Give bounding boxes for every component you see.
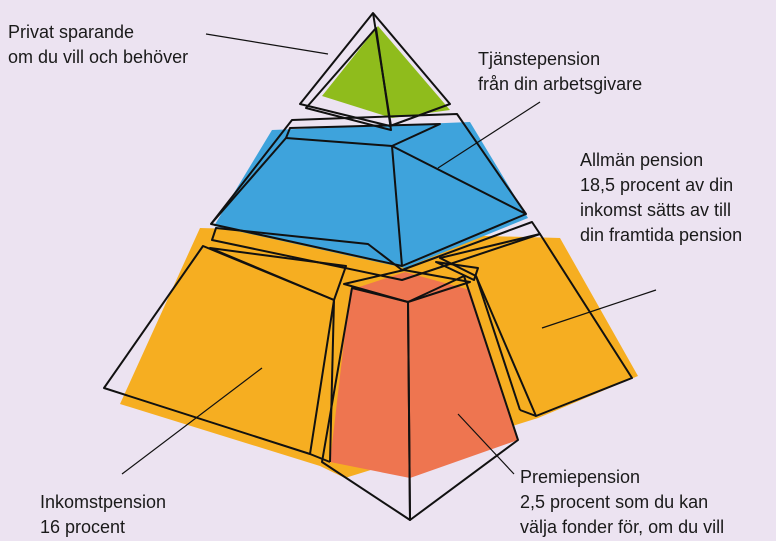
leader-premie bbox=[457, 413, 515, 475]
allman-pension-title: Allmän pension bbox=[580, 150, 704, 170]
allman-pension-label: Allmän pension 18,5 procent av din inkom… bbox=[580, 148, 742, 248]
inkomstpension-text: 16 procent bbox=[40, 517, 126, 537]
leader-inkomst bbox=[121, 367, 263, 475]
premiepension-line-1: 2,5 procent som du kan bbox=[520, 492, 709, 512]
allman-pension-line-1: 18,5 procent av din bbox=[580, 175, 734, 195]
leader-lines bbox=[121, 33, 657, 475]
tjanstepension-title: Tjänstepension bbox=[478, 49, 601, 69]
tjanstepension-text: från din arbetsgivare bbox=[478, 74, 643, 94]
inkomstpension-title: Inkomstpension bbox=[40, 492, 167, 512]
allman-pension-line-3: din framtida pension bbox=[580, 225, 743, 245]
premiepension-label: Premiepension 2,5 procent som du kan väl… bbox=[520, 465, 724, 540]
privat-sparande-tier bbox=[322, 26, 450, 118]
leader-allman bbox=[541, 289, 657, 329]
leader-privat bbox=[205, 33, 329, 55]
pyramid-outlines bbox=[103, 12, 633, 521]
inkomstpension-label: Inkomstpension 16 procent bbox=[40, 490, 166, 540]
premiepension-tier bbox=[330, 272, 518, 478]
premiepension-line-2: välja fonder för, om du vill bbox=[520, 517, 725, 537]
privat-sparande-text: om du vill och behöver bbox=[8, 47, 189, 67]
premiepension-title: Premiepension bbox=[520, 467, 641, 487]
privat-sparande-label: Privat sparande om du vill och behöver bbox=[8, 20, 188, 70]
tjanstepension-tier bbox=[214, 122, 528, 268]
privat-sparande-title: Privat sparande bbox=[8, 22, 135, 42]
allman-pension-line-2: inkomst sätts av till bbox=[580, 200, 732, 220]
leader-tjanste bbox=[437, 101, 541, 169]
tjanstepension-label: Tjänstepension från din arbetsgivare bbox=[478, 47, 642, 97]
